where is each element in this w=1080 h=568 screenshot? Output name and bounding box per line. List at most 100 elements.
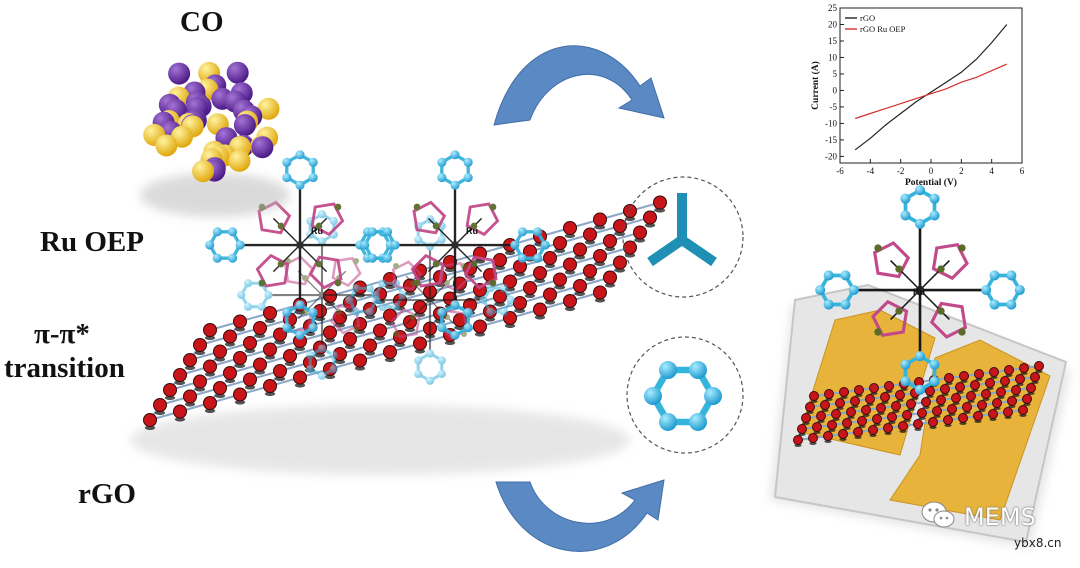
co-atom-yellow <box>155 134 178 157</box>
graphene-node <box>816 411 826 421</box>
graphene-node <box>223 366 237 380</box>
graphene-node <box>981 389 991 399</box>
graphene-node <box>962 402 972 412</box>
graphene-node <box>603 234 617 248</box>
graphene-node <box>563 221 577 235</box>
graphene-node <box>928 417 938 427</box>
graphene-node <box>263 342 277 357</box>
graphene-node <box>805 402 815 412</box>
graphene-node <box>812 422 822 432</box>
graphene-node <box>891 401 901 411</box>
rgo-graphene-sheet <box>130 195 667 475</box>
graphene-node <box>977 400 987 410</box>
graphene-node <box>213 344 227 359</box>
graphene-node <box>493 289 507 304</box>
phenyl-ring <box>440 152 470 188</box>
graphene-node <box>593 285 607 300</box>
label-rgo: rGO <box>78 478 136 510</box>
phenyl-ring <box>285 152 315 188</box>
phenyl-ring <box>207 230 243 260</box>
ru-center <box>318 291 326 299</box>
graphene-node <box>223 329 237 344</box>
graphene-node <box>1000 376 1010 386</box>
chart-plot-area <box>839 7 1023 164</box>
graphene-node <box>553 272 567 287</box>
graphene-node <box>343 332 357 346</box>
graphene-node <box>898 421 908 431</box>
co-atom-purple <box>168 62 191 85</box>
graphene-node <box>883 423 893 433</box>
graphene-node <box>413 300 427 314</box>
graphene-node <box>880 392 890 402</box>
ru-oep-molecule <box>815 185 1025 395</box>
graphene-node <box>193 338 207 352</box>
graphene-node <box>884 381 894 391</box>
ru-center <box>426 296 434 304</box>
graphene-node <box>533 302 547 317</box>
graphene-node <box>925 386 935 396</box>
graphene-node <box>869 383 879 393</box>
graphene-node <box>808 433 818 443</box>
y-tick-label: 0 <box>833 85 838 95</box>
y-tick-label: 20 <box>828 19 838 29</box>
graphene-node <box>353 353 367 368</box>
graphene-node <box>283 349 297 363</box>
graphene-node <box>861 405 871 415</box>
y-tick-label: -15 <box>825 135 837 145</box>
graphene-node <box>906 399 916 409</box>
inset-circle-bottom <box>626 336 744 454</box>
x-tick-label: -2 <box>897 166 905 176</box>
graphene-node <box>603 270 617 285</box>
graphene-node <box>233 387 247 402</box>
y-tick-label: 5 <box>833 69 838 79</box>
watermark-wechat-icon <box>920 500 956 530</box>
graphene-node <box>857 416 867 426</box>
graphene-node <box>955 382 965 392</box>
co-atom-purple <box>251 136 274 159</box>
watermark-site: ybx8.cn <box>1014 536 1062 550</box>
graphene-node <box>932 406 942 416</box>
graphene-node <box>947 404 957 414</box>
graphene-node <box>513 296 527 310</box>
graphene-node <box>243 336 257 350</box>
graphene-node <box>203 359 217 374</box>
graphene-node <box>373 323 387 338</box>
graphene-node <box>809 391 819 401</box>
co-atom-purple <box>226 61 249 84</box>
graphene-node <box>835 398 845 408</box>
graphene-node <box>831 409 841 419</box>
ru-oep-molecule <box>345 215 515 385</box>
y-linker-structure <box>647 193 717 267</box>
graphene-node <box>940 384 950 394</box>
graphene-node <box>383 345 397 359</box>
graphene-node <box>233 351 247 365</box>
graphene-node <box>623 240 637 255</box>
graphene-node <box>936 395 946 405</box>
graphene-node <box>1034 361 1044 371</box>
graphene-node <box>583 227 597 242</box>
graphene-node <box>853 427 863 437</box>
graphene-node <box>839 387 849 397</box>
graphene-node <box>1030 372 1040 382</box>
graphene-node <box>966 391 976 401</box>
x-tick-label: -6 <box>836 166 844 176</box>
x-tick-label: 4 <box>989 166 994 176</box>
graphene-node <box>823 431 833 441</box>
graphene-node <box>613 219 627 233</box>
graphene-node <box>970 380 980 390</box>
graphene-node <box>902 410 912 420</box>
graphene-node <box>1019 363 1029 373</box>
graphene-node <box>273 364 287 378</box>
graphene-node <box>1004 365 1014 375</box>
legend-label: rGO <box>860 13 875 23</box>
graphene-node <box>453 276 467 291</box>
y-tick-label: -10 <box>825 118 837 128</box>
x-tick-label: -4 <box>867 166 875 176</box>
structure-insets <box>622 176 744 454</box>
graphene-node <box>958 413 968 423</box>
graphene-node <box>992 398 1002 408</box>
x-tick-label: 0 <box>929 166 934 176</box>
graphene-node <box>183 389 197 404</box>
